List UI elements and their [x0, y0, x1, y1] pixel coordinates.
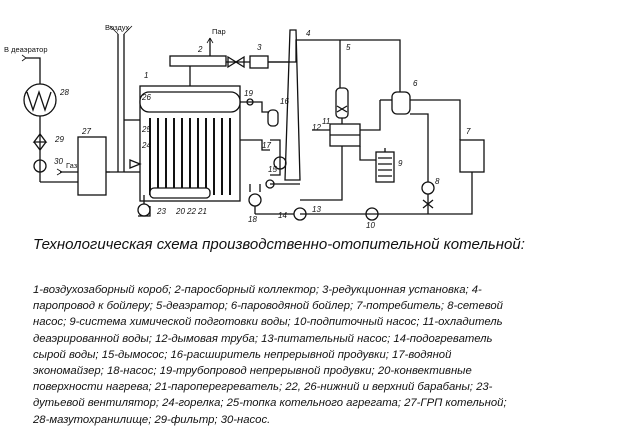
num-22: 22: [186, 207, 196, 216]
num-1: 1: [144, 71, 148, 80]
legend-line: 28-мазутохранилище; 29-фильтр; 30-насос.: [33, 413, 271, 426]
num-27: 27: [81, 127, 91, 136]
num-11: 11: [322, 117, 330, 126]
legend-line: насос; 9-система химической подготовки в…: [33, 316, 503, 329]
consumer-7: [459, 139, 485, 173]
deaerator-5: [329, 87, 361, 147]
num-5: 5: [346, 43, 351, 52]
num-23: 23: [156, 207, 166, 216]
num-14: 14: [278, 211, 287, 220]
reduction-unit-3: [249, 55, 269, 69]
legend-line: 1-воздухозаборный короб; 2-паросборный к…: [33, 284, 482, 296]
num-30: 30: [54, 157, 63, 166]
steam-water-heater-6: [391, 91, 411, 115]
num-12: 12: [312, 123, 321, 132]
num-18: 18: [248, 215, 257, 224]
num-17: 17: [262, 141, 271, 150]
num-7: 7: [466, 127, 471, 136]
label-deaerator-in: В деаэратор: [4, 45, 48, 54]
boiler-plant-diagram: В деаэратор Воздух Пар Газ 1 2 3 4 5 6 7…: [4, 23, 485, 230]
num-19: 19: [244, 89, 253, 98]
num-6: 6: [413, 79, 418, 88]
num-3: 3: [257, 43, 262, 52]
legend-line: дутьевой вентилятор; 24-горелка; 25-топк…: [33, 397, 507, 410]
legend-line: поверхности нагрева; 21-пароперегревател…: [33, 381, 493, 394]
num-15: 15: [268, 165, 277, 174]
num-10: 10: [366, 221, 375, 230]
label-gas: Газ: [66, 161, 78, 170]
diagram-caption: Технологическая схема производственно-от…: [33, 236, 525, 253]
num-4: 4: [306, 29, 311, 38]
fuel-oil-storage-28: [23, 83, 57, 117]
num-21: 21: [197, 207, 207, 216]
num-2: 2: [197, 45, 203, 54]
num-9: 9: [398, 159, 403, 168]
grp-27: [77, 136, 107, 196]
blowdown-expander-16: [267, 109, 279, 127]
num-24: 24: [141, 141, 151, 150]
water-treatment-9: [375, 151, 395, 183]
label-steam: Пар: [212, 27, 226, 36]
num-16: 16: [280, 97, 289, 106]
legend-line: экономайзер; 18-насос; 19-трубопровод не…: [33, 365, 472, 378]
num-28: 28: [59, 88, 69, 97]
num-8: 8: [435, 177, 440, 186]
legend-line: деаэрированной воды; 12-дымовая труба; 1…: [33, 332, 493, 345]
chimney-12: [284, 29, 301, 181]
steam-header-2: [169, 55, 227, 67]
legend-line: паропровод к бойлеру; 5-деаэратор; 6-пар…: [33, 300, 503, 313]
num-26: 26: [141, 93, 151, 102]
legend: 1-воздухозаборный короб; 2-паросборный к…: [33, 282, 623, 428]
num-20: 20: [175, 207, 185, 216]
num-25: 25: [141, 125, 151, 134]
legend-line: сырой воды; 15-дымосос; 16-расширитель н…: [33, 348, 452, 361]
label-air: Воздух: [105, 23, 129, 32]
num-29: 29: [54, 135, 64, 144]
num-13: 13: [312, 205, 321, 214]
